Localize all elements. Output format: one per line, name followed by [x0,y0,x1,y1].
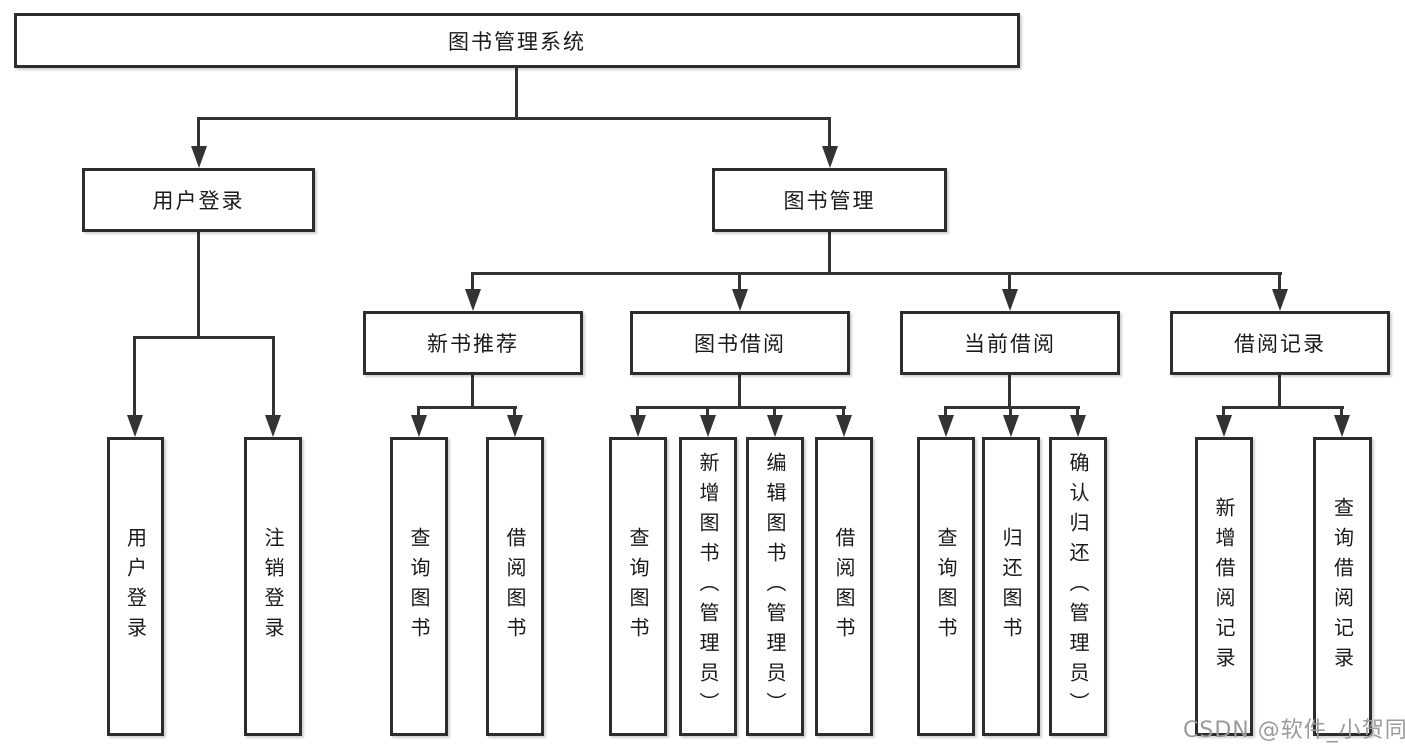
edge-borrow-bus [637,406,846,409]
leaf-recommend-query-books: 查询图书 [390,437,448,736]
leaf-user-login-label: 用户登录 [123,526,148,647]
arrowhead-bor-edit [767,415,783,437]
edge-drop-current [1008,272,1011,294]
edge-drop-bor-borrow [842,406,845,420]
edge-current-riser [1008,373,1011,409]
node-user-login-label: 用户登录 [152,189,245,213]
leaf-current-query-books: 查询图书 [917,437,975,736]
leaf-current-query-books-label: 查询图书 [934,526,958,647]
edge-recommend-bus [418,406,517,409]
edge-drop-recd-query [1340,406,1343,420]
leaf-borrow-add-books-admin: 新增图书（管理员） [679,437,737,736]
node-borrow-records-label: 借阅记录 [1234,332,1326,356]
arrowhead-bor-query [630,415,646,437]
watermark: CSDN @软件_小贺同学 [1183,718,1405,743]
arrowhead-records [1272,289,1288,311]
edge-drop-leaf-logout [272,336,275,420]
edge-drop-bor-edit [773,406,776,420]
edge-records-bus [1223,406,1344,409]
arrowhead-cur-query [938,415,954,437]
leaf-records-query-record: 查询借阅记录 [1313,437,1372,736]
arrowhead-cur-confirm [1070,415,1086,437]
edge-drop-cur-return [1009,406,1012,420]
arrowhead-recommend [465,289,481,311]
leaf-borrow-query-books: 查询图书 [609,437,667,736]
edge-user-riser [197,230,200,339]
leaf-borrow-edit-books-admin-label: 编辑图书（管理员） [763,451,787,722]
edge-drop-book-mgmt [828,117,831,150]
node-new-book-recommend: 新书推荐 [363,311,583,375]
arrowhead-cur-return [1003,415,1019,437]
arrowhead-user-login [191,146,207,168]
arrowhead-rec-borrow [507,415,523,437]
edge-drop-leaf-login [133,336,136,420]
leaf-logout-label: 注销登录 [261,526,285,647]
edge-borrow-riser [738,373,741,409]
node-root: 图书管理系统 [14,13,1020,68]
leaf-records-query-record-label: 查询借阅记录 [1330,496,1355,677]
edge-drop-cur-confirm [1076,406,1079,420]
edge-drop-borrow [738,272,741,294]
arrowhead-leaf-login [127,415,143,437]
node-book-management-label: 图书管理 [783,189,876,213]
leaf-current-return-books: 归还图书 [982,437,1040,736]
edge-level2-bus [197,117,831,120]
arrowhead-rec-query [411,415,427,437]
edge-bookmgmt-riser [828,230,831,275]
edge-recommend-riser [471,373,474,409]
leaf-user-login: 用户登录 [107,437,164,736]
leaf-current-return-books-label: 归还图书 [999,526,1023,647]
leaf-current-confirm-return-admin-label: 确认归还（管理员） [1066,451,1090,722]
leaf-borrow-borrow-books-label: 借阅图书 [832,526,856,647]
node-book-management: 图书管理 [712,168,947,232]
node-current-borrow: 当前借阅 [900,311,1120,375]
node-new-book-recommend-label: 新书推荐 [427,332,519,356]
leaf-logout: 注销登录 [244,437,302,736]
arrowhead-leaf-logout [265,415,281,437]
node-book-borrow: 图书借阅 [630,311,850,375]
edge-drop-bor-query [636,406,639,420]
edge-level3-bus [471,272,1282,275]
edge-drop-bor-add [706,406,709,420]
arrowhead-recd-add [1216,415,1232,437]
arrowhead-recd-query [1334,415,1350,437]
node-borrow-records: 借阅记录 [1170,311,1390,375]
edge-drop-user-login [197,117,200,150]
edge-drop-records [1278,272,1281,294]
leaf-borrow-query-books-label: 查询图书 [626,526,650,647]
edge-drop-rec-query [417,406,420,420]
arrowhead-current [1002,289,1018,311]
leaf-records-add-record-label: 新增借阅记录 [1212,496,1236,677]
edge-drop-recd-add [1222,406,1225,420]
leaf-recommend-borrow-books-label: 借阅图书 [503,526,527,647]
leaf-borrow-edit-books-admin: 编辑图书（管理员） [746,437,804,736]
arrowhead-bor-borrow [836,415,852,437]
edge-user-bus [134,336,275,339]
leaf-recommend-borrow-books: 借阅图书 [486,437,544,736]
node-root-label: 图书管理系统 [448,29,586,54]
edge-drop-rec-borrow [513,406,516,420]
leaf-borrow-borrow-books: 借阅图书 [815,437,873,736]
edge-drop-recommend [471,272,474,294]
edge-records-riser [1278,373,1281,409]
edge-drop-cur-query [944,406,947,420]
arrowhead-book-mgmt [822,146,838,168]
edge-current-bus [945,406,1080,409]
leaf-current-confirm-return-admin: 确认归还（管理员） [1049,437,1107,736]
arrowhead-borrow [732,289,748,311]
leaf-recommend-query-books-label: 查询图书 [407,526,431,647]
leaf-records-add-record: 新增借阅记录 [1195,437,1253,736]
leaf-borrow-add-books-admin-label: 新增图书（管理员） [696,451,720,722]
arrowhead-bor-add [700,415,716,437]
node-current-borrow-label: 当前借阅 [964,332,1056,356]
edge-root-riser [515,66,518,120]
node-book-borrow-label: 图书借阅 [694,332,786,356]
node-user-login: 用户登录 [82,168,315,232]
